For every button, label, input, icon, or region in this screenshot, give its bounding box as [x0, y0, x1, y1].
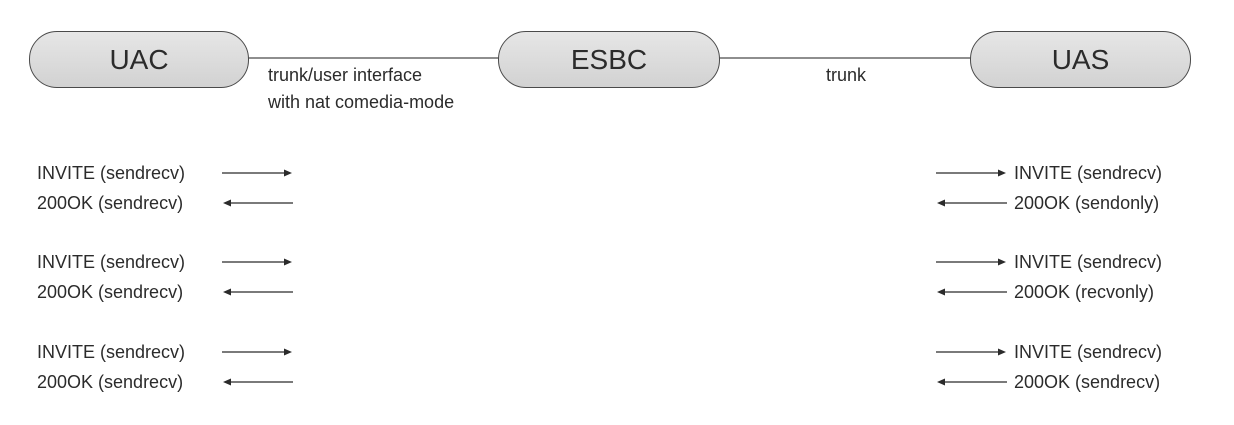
right-arrow-icon — [936, 348, 1006, 356]
connection-label-line-1: trunk/user interface — [268, 65, 423, 85]
esbc-node: ESBC — [498, 31, 720, 88]
uas-node: UAS — [970, 31, 1191, 88]
left-arrow-icon — [937, 378, 1007, 386]
uac-esbc-connection-label: trunk/user interface with nat comedia-mo… — [268, 62, 454, 116]
left-invite-message: INVITE (sendrecv) — [37, 342, 186, 362]
left-200ok-message: 200OK (sendrecv) — [37, 372, 184, 392]
left-arrow-icon — [937, 288, 1007, 296]
uac-label: UAC — [109, 43, 169, 75]
left-invite-message: INVITE (sendrecv) — [37, 252, 186, 272]
left-arrow-icon — [223, 288, 293, 296]
right-200ok-message: 200OK (sendrecv) — [1014, 372, 1161, 392]
left-arrow-icon — [223, 378, 293, 386]
right-arrow-icon — [936, 258, 1006, 266]
left-invite-message: INVITE (sendrecv) — [37, 163, 186, 183]
left-200ok-message: 200OK (sendrecv) — [37, 282, 184, 302]
right-arrow-icon — [936, 169, 1006, 177]
right-invite-message: INVITE (sendrecv) — [1014, 252, 1163, 272]
right-arrow-icon — [222, 348, 292, 356]
connection-label-trunk: trunk — [826, 65, 867, 85]
connection-label-line-2: with nat comedia-mode — [268, 92, 455, 112]
right-200ok-message: 200OK (sendonly) — [1014, 193, 1160, 213]
right-invite-message: INVITE (sendrecv) — [1014, 163, 1163, 183]
right-arrow-icon — [222, 258, 292, 266]
left-200ok-message: 200OK (sendrecv) — [37, 193, 184, 213]
left-arrow-icon — [937, 199, 1007, 207]
uac-node: UAC — [29, 31, 249, 88]
left-arrow-icon — [223, 199, 293, 207]
esbc-uas-connection-label: trunk — [826, 62, 866, 89]
right-200ok-message: 200OK (recvonly) — [1014, 282, 1155, 302]
uas-label: UAS — [1051, 43, 1110, 75]
right-invite-message: INVITE (sendrecv) — [1014, 342, 1163, 362]
right-arrow-icon — [222, 169, 292, 177]
esbc-label: ESBC — [570, 43, 648, 75]
